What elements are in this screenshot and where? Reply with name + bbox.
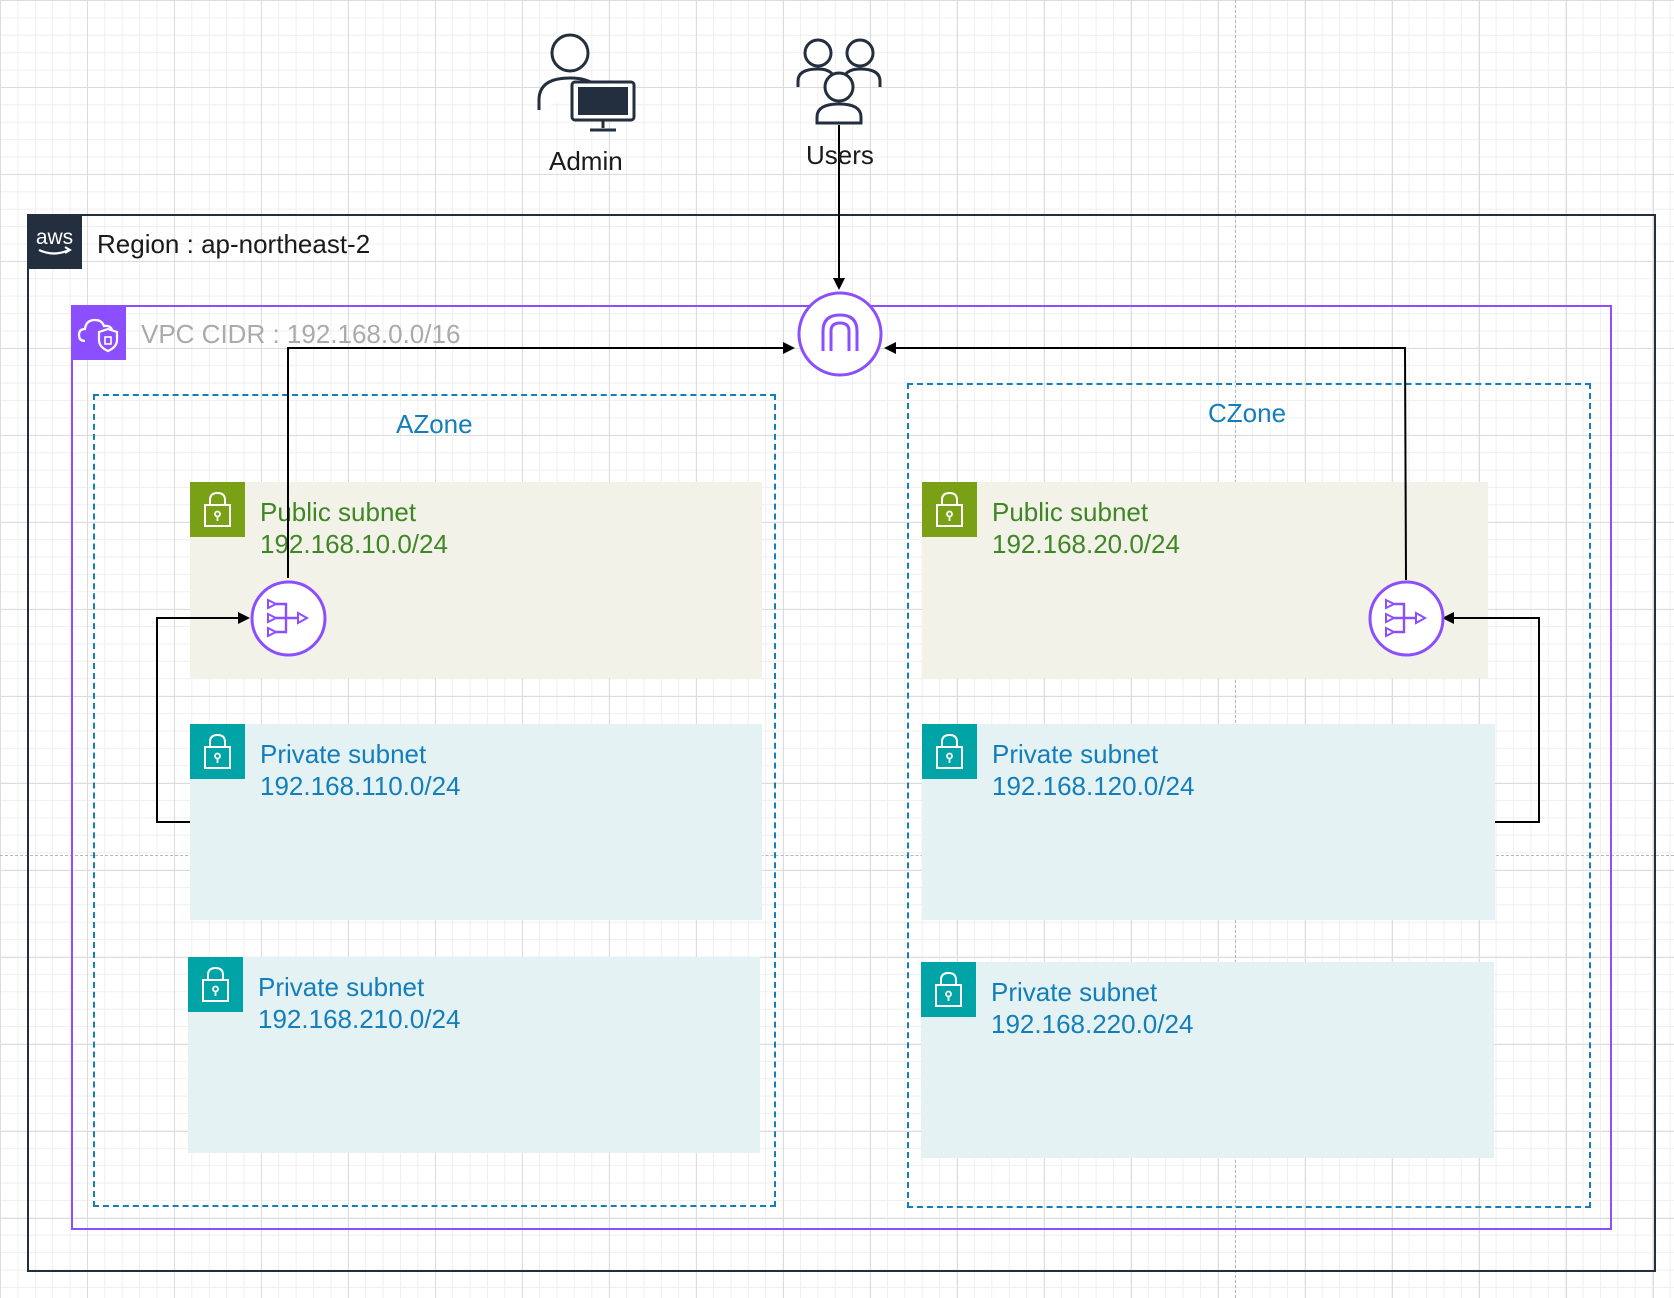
private-subnet-a-2[interactable]: Private subnet 192.168.210.0/24 [188,957,760,1153]
internet-gateway-icon[interactable] [797,291,883,377]
region-label: Region : ap-northeast-2 [97,229,371,259]
aws-logo-text: aws [36,226,73,249]
zone-a-label: AZone [396,409,473,439]
admin-label: Admin [549,146,623,176]
lock-icon [922,482,977,537]
lock-icon [190,724,245,779]
nat-gateway-icon[interactable] [1368,580,1445,657]
subnet-name: Private subnet [992,739,1159,769]
region-group[interactable] [27,214,1656,1272]
vpc-label: VPC CIDR : 192.168.0.0/16 [141,319,461,349]
page-guide-horizontal [0,855,1674,856]
subnet-cidr: 192.168.120.0/24 [992,771,1195,801]
lock-icon [921,962,976,1017]
private-subnet-a-1[interactable]: Private subnet 192.168.110.0/24 [190,724,762,920]
subnet-name: Private subnet [258,972,425,1002]
vpc-cloud-icon [71,305,126,360]
subnet-name: Public subnet [260,497,417,527]
users-label: Users [806,140,874,170]
nat-gateway-icon[interactable] [250,580,327,657]
lock-icon [922,724,977,779]
subnet-name: Public subnet [992,497,1149,527]
subnet-cidr: 192.168.220.0/24 [991,1009,1194,1039]
aws-logo-icon: aws [27,214,82,269]
zone-c-label: CZone [1208,398,1287,428]
subnet-name: Private subnet [260,739,427,769]
users-group-icon[interactable] [795,37,883,125]
subnet-cidr: 192.168.110.0/24 [260,771,461,801]
subnet-cidr: 192.168.20.0/24 [992,529,1180,559]
subnet-name: Private subnet [991,977,1158,1007]
private-subnet-c-1[interactable]: Private subnet 192.168.120.0/24 [922,724,1495,920]
lock-icon [190,482,245,537]
admin-workstation-icon[interactable] [536,32,638,134]
lock-icon [188,957,243,1012]
private-subnet-c-2[interactable]: Private subnet 192.168.220.0/24 [921,962,1494,1158]
subnet-cidr: 192.168.210.0/24 [258,1004,461,1034]
subnet-cidr: 192.168.10.0/24 [260,529,448,559]
